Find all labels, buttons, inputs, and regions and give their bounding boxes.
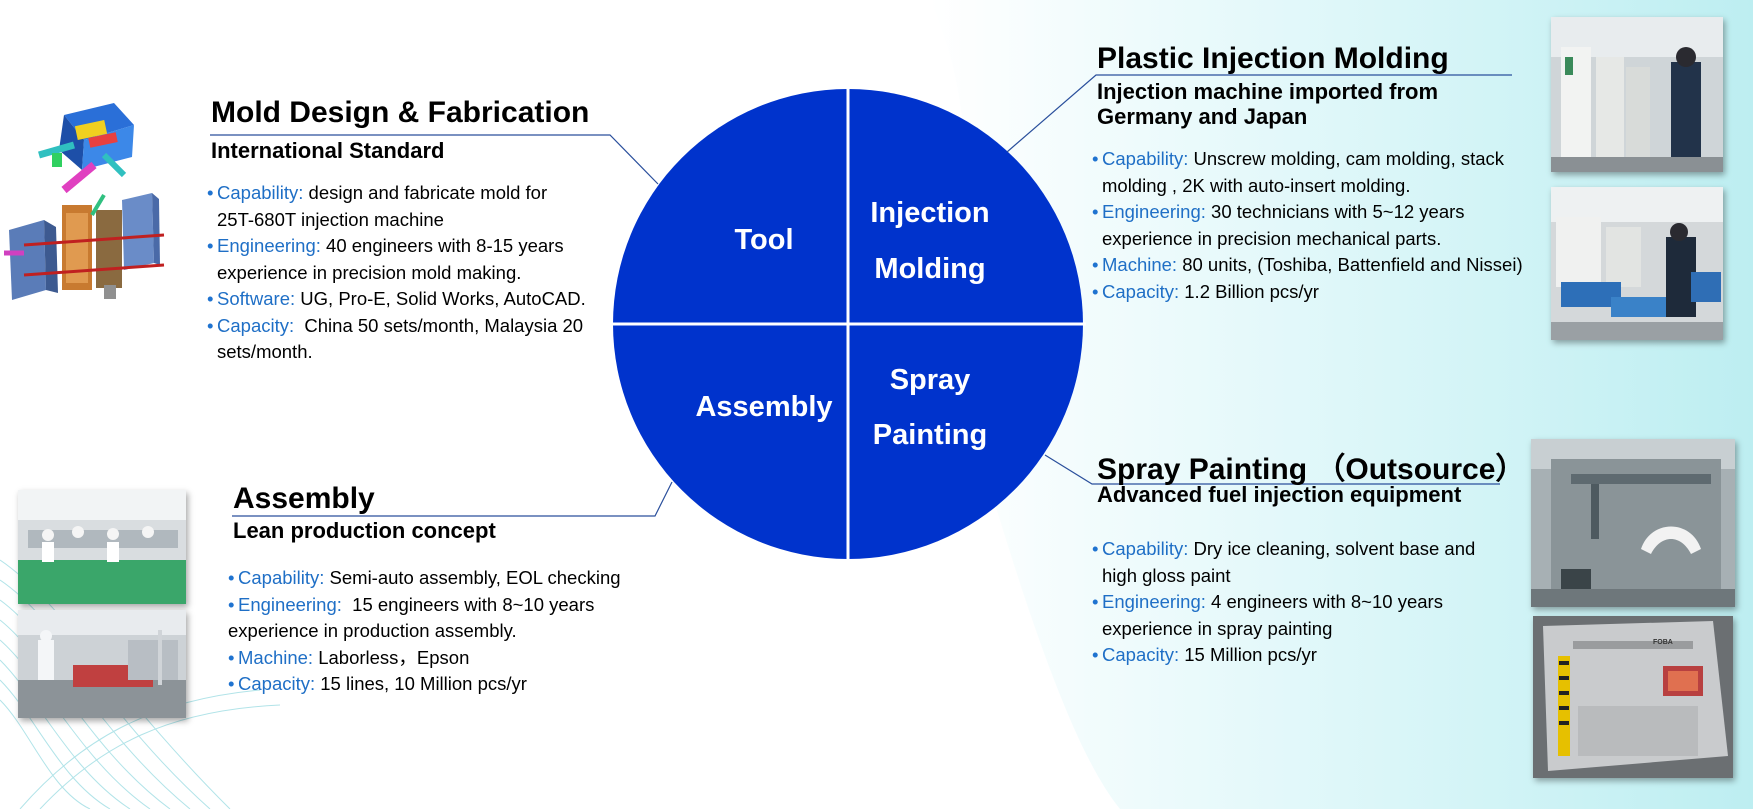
process-wheel: Tool Injection Molding Assembly Spray Pa… (610, 86, 1086, 562)
spray-subtitle: Advanced fuel injection equipment (1097, 482, 1462, 507)
assembly-line-photo-2 (18, 610, 186, 718)
mold-title: Mold Design & Fabrication (211, 96, 590, 129)
wheel-label-assembly: Assembly (695, 391, 832, 423)
injection-capability: •Capability: Unscrew molding, cam moldin… (1092, 148, 1505, 196)
injection-factory-photo-2 (1551, 187, 1723, 340)
spray-capability: •Capability: Dry ice cleaning, solvent b… (1092, 538, 1476, 586)
spray-machine-photo: FOBA (1533, 616, 1733, 778)
spray-engineering: •Engineering: 4 engineers with 8~10 year… (1092, 591, 1443, 639)
mold-capability: •Capability: design and fabricate mold f… (207, 182, 548, 230)
wheel-label-injection: Injection (870, 197, 989, 229)
injection-title: Plastic Injection Molding (1097, 42, 1449, 75)
assembly-details: •Capability: Semi-auto assembly, EOL che… (228, 565, 648, 698)
mold-details: •Capability: design and fabricate mold f… (207, 180, 627, 366)
mold-cad-illustration (4, 103, 165, 300)
assembly-line-photo-1 (18, 490, 186, 604)
injection-engineering: •Engineering: 30 technicians with 5~12 y… (1092, 201, 1465, 249)
injection-machine: •Machine: 80 units, (Toshiba, Battenfiel… (1092, 254, 1523, 275)
mold-assembly-bottom (4, 193, 165, 300)
injection-subtitle-line2: Germany and Japan (1097, 104, 1308, 129)
connector-injection (1006, 74, 1512, 153)
wheel-label-tool: Tool (734, 224, 793, 256)
wheel-label-painting: Painting (873, 419, 987, 451)
assembly-title: Assembly (233, 482, 375, 515)
mold-software: •Software: UG, Pro-E, Solid Works, AutoC… (207, 288, 586, 309)
assembly-capability: •Capability: Semi-auto assembly, EOL che… (228, 567, 621, 588)
connector-mold (210, 134, 659, 185)
mold-assembly-top (38, 103, 134, 194)
wheel-label-molding: Molding (874, 253, 985, 285)
spray-title: Spray Painting （Outsource） (1097, 453, 1526, 486)
mold-engineering: •Engineering: 40 engineers with 8-15 yea… (207, 235, 564, 283)
assembly-capacity: •Capacity: 15 lines, 10 Million pcs/yr (228, 673, 527, 694)
spray-details: •Capability: Dry ice cleaning, solvent b… (1092, 536, 1512, 669)
assembly-engineering: •Engineering: 15 engineers with 8~10 yea… (228, 593, 595, 642)
injection-capacity: •Capacity: 1.2 Billion pcs/yr (1092, 280, 1319, 302)
injection-factory-photo-1 (1551, 17, 1723, 172)
spray-booth-photo (1531, 439, 1735, 607)
mold-capacity: •Capacity: China 50 sets/month, Malaysia… (207, 314, 584, 363)
machine-brand-label: FOBA (1653, 639, 1673, 646)
connector-assembly (232, 481, 673, 517)
mold-subtitle: International Standard (211, 138, 445, 163)
wheel-label-spray: Spray (890, 364, 971, 396)
assembly-subtitle: Lean production concept (233, 518, 496, 543)
injection-subtitle-line1: Injection machine imported from (1097, 79, 1439, 104)
injection-details: •Capability: Unscrew molding, cam moldin… (1092, 146, 1552, 305)
assembly-machine: •Machine: Laborless，Epson (228, 646, 470, 668)
spray-capacity: •Capacity: 15 Million pcs/yr (1092, 644, 1317, 665)
connector-spray (1044, 454, 1500, 485)
